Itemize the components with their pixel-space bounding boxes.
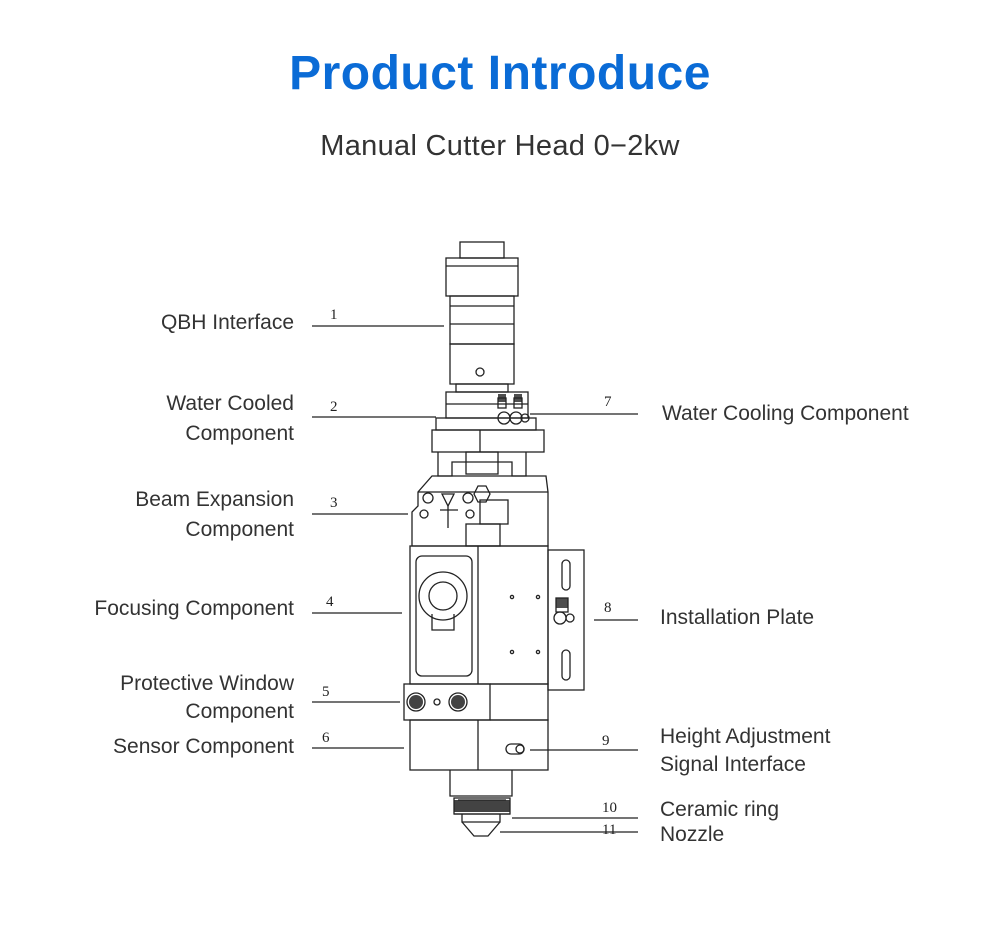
- callout-number-6: 6: [322, 730, 330, 746]
- qbh-body: [449, 295, 515, 345]
- label-installation-plate: Installation Plate: [660, 603, 814, 633]
- sensor-body: [409, 719, 549, 771]
- callout-number-1: 1: [330, 307, 338, 323]
- label-line: Nozzle: [660, 823, 725, 846]
- callout-number-11: 11: [602, 822, 616, 838]
- label-line: Sensor Component: [113, 735, 294, 758]
- label-line: Installation Plate: [660, 606, 815, 629]
- qbh-cap: [459, 241, 505, 259]
- callout-number-2: 2: [330, 399, 338, 415]
- page-subtitle: Manual Cutter Head 0−2kw: [320, 130, 680, 162]
- label-beam-expansion-component: Beam Expansion Component: [135, 485, 294, 545]
- label-line: Height Adjustment: [660, 725, 831, 748]
- label-line: Focusing Component: [94, 597, 294, 620]
- qbh-screw: [475, 367, 485, 377]
- focus-window: [415, 555, 473, 677]
- page-title: Product Introduce: [289, 47, 711, 100]
- label-line: Protective Window: [120, 672, 294, 695]
- label-qbh-interface: QBH Interface: [161, 308, 294, 338]
- nozzle-holder: [449, 770, 513, 797]
- label-focusing-component: Focusing Component: [94, 594, 294, 624]
- label-line: Water Cooled: [166, 392, 294, 415]
- label-nozzle: Nozzle: [660, 822, 724, 848]
- qbh-upper-sleeve: [445, 257, 519, 297]
- label-line: Signal Interface: [660, 753, 806, 776]
- label-ceramic-ring: Ceramic ring: [660, 797, 779, 823]
- label-line: Component: [185, 518, 294, 541]
- callout-number-3: 3: [330, 495, 338, 511]
- label-line: QBH Interface: [160, 311, 294, 334]
- focus-dial: [418, 571, 468, 621]
- callout-number-10: 10: [602, 800, 617, 816]
- label-protective-window-component: Protective Window Component: [120, 670, 294, 726]
- label-line: Component: [185, 422, 294, 445]
- label-line: Water Cooling Component: [662, 402, 909, 425]
- dark-fills: [409, 394, 568, 812]
- callout-number-5: 5: [322, 684, 330, 700]
- callout-number-4: 4: [326, 594, 334, 610]
- label-line: Ceramic ring: [660, 798, 780, 821]
- label-line: Beam Expansion: [135, 488, 294, 511]
- qbh-lower: [449, 343, 515, 385]
- callout-number-9: 9: [602, 733, 610, 749]
- cutter-head-drawing: [403, 241, 585, 837]
- leader-lines: [312, 325, 638, 833]
- label-height-adjustment-signal-interface: Height Adjustment Signal Interface: [660, 723, 830, 779]
- installation-plate: [547, 549, 585, 691]
- label-water-cooled-component: Water Cooled Component: [166, 389, 294, 449]
- callout-number-8: 8: [604, 600, 612, 616]
- label-line: Component: [185, 700, 294, 723]
- callout-number-7: 7: [604, 394, 612, 410]
- label-water-cooling-component: Water Cooling Component: [662, 399, 909, 429]
- coupling-upper: [431, 429, 545, 453]
- focusing-body: [409, 545, 549, 685]
- label-sensor-component: Sensor Component: [113, 732, 294, 762]
- nozzle-tip: [461, 821, 501, 837]
